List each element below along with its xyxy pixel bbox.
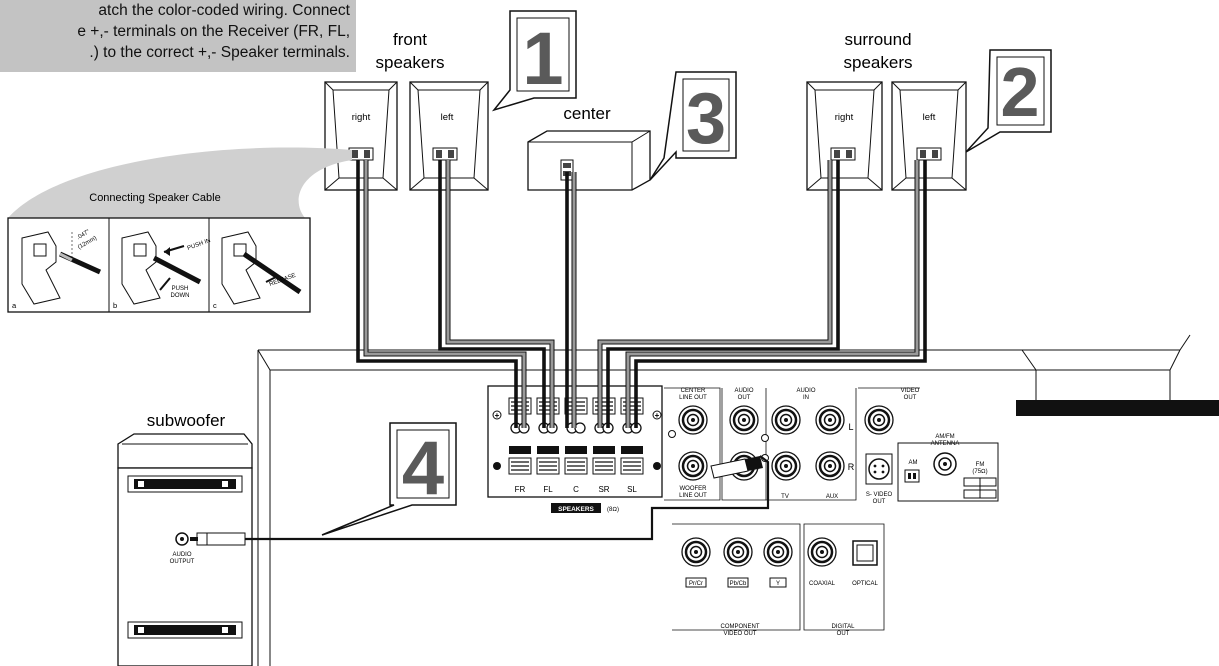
coaxial-jack: [807, 537, 837, 567]
note-line: atch the color-coded wiring. Connect: [98, 2, 350, 19]
subwoofer-cable: [190, 455, 770, 546]
step-4-callout: 4: [321, 422, 457, 536]
component-video-out-label: COMPONENT: [721, 624, 760, 630]
aux-in-jack-l: [815, 405, 845, 435]
surround-right-speaker: right: [806, 81, 883, 191]
aux-label: AUX: [826, 494, 838, 500]
channel-r-label: R: [848, 462, 855, 472]
component-pb-jack: [723, 537, 753, 567]
digital-out-label-2: OUT: [837, 631, 850, 637]
front-right-speaker: right: [324, 81, 398, 191]
coaxial-label: COAXIAL: [809, 581, 836, 587]
audio-out-label-2: OUT: [738, 395, 751, 401]
speakers-label: SPEAKERS: [558, 506, 594, 513]
subwoofer-heading: subwoofer: [147, 411, 226, 430]
speaker-cable-inset: Connecting Speaker Cable .047" (12mm) a …: [7, 147, 352, 313]
step-3-callout: 3: [649, 71, 737, 181]
step-3-number: 3: [686, 79, 726, 159]
tv-in-jack-l: [771, 405, 801, 435]
panel-b-label: b: [113, 301, 117, 310]
step-1-callout: 1: [491, 10, 577, 112]
component-pr-jack: [681, 537, 711, 567]
center-line-out-label-2: LINE OUT: [679, 395, 707, 401]
front-right-label: right: [352, 112, 371, 123]
component-y-jack: [763, 537, 793, 567]
step-4-number: 4: [402, 426, 444, 511]
video-out-label-2: OUT: [904, 395, 917, 401]
woofer-line-out-label: WOOFER: [680, 486, 708, 492]
step-2-number: 2: [1001, 53, 1040, 131]
tv-label: TV: [781, 494, 789, 500]
note-line: e +,- terminals on the Receiver (FR, FL,: [77, 23, 350, 40]
surround-left-label: left: [923, 112, 936, 123]
component-pr-label: Pr/Cr: [689, 581, 703, 587]
am-label: AM: [909, 460, 918, 466]
fm-ohm-label: (75Ω): [972, 469, 987, 475]
plus-sign-left: +: [495, 411, 500, 420]
front-left-label: left: [441, 112, 454, 123]
push-down-label: PUSH: [172, 286, 189, 292]
subwoofer-unit: AUDIO OUTPUT: [117, 433, 253, 666]
surround-right-label: right: [835, 112, 854, 123]
audio-in-label: AUDIO: [796, 388, 815, 394]
component-video-out-label-2: VIDEO OUT: [723, 631, 756, 637]
center-line-out-label: CENTER: [681, 388, 706, 394]
audio-in-label-2: IN: [803, 395, 809, 401]
panel-a-label: a: [12, 301, 17, 310]
digital-out-label: DIGITAL: [832, 624, 856, 630]
aux-in-jack-r: [815, 451, 845, 481]
speaker-terminal-c: [564, 397, 588, 475]
component-y-label: Y: [776, 581, 780, 587]
step-2-callout: 2: [965, 49, 1052, 153]
front-speakers-heading-2: speakers: [376, 53, 445, 72]
step-1-number: 1: [522, 17, 563, 100]
terminal-label-c: C: [573, 485, 579, 494]
surround-speakers-heading-2: speakers: [844, 53, 913, 72]
surround-right-cable: [597, 160, 840, 428]
antenna-label: AM/FM: [935, 434, 954, 440]
center-line-out-jack: [678, 405, 708, 435]
center-speaker: [527, 130, 651, 191]
antenna-label-2: ANTENNA: [931, 441, 960, 447]
front-left-cable: [438, 160, 555, 428]
woofer-line-out-label-2: LINE OUT: [679, 493, 707, 499]
fm-label: FM: [976, 462, 985, 468]
terminal-label-sr: SR: [598, 485, 609, 494]
center-speaker-heading: center: [563, 104, 611, 123]
audio-out-jack-l: [729, 405, 759, 435]
video-out-jack: [864, 405, 894, 435]
audio-output-label-2: OUTPUT: [170, 559, 195, 565]
surround-speakers-heading: surround: [844, 30, 911, 49]
channel-l-label: L: [848, 422, 853, 432]
terminal-label-fr: FR: [515, 485, 526, 494]
surround-left-cable: [625, 160, 927, 428]
audio-output-label: AUDIO: [172, 552, 191, 558]
component-pb-label: Pb/Cb: [730, 581, 747, 587]
svideo-out-label: S- VIDEO: [866, 492, 893, 498]
note-line: .) to the correct +,- Speaker terminals.: [89, 44, 350, 61]
surround-left-speaker: left: [891, 81, 967, 191]
speaker-cables: [356, 160, 927, 428]
instruction-note: atch the color-coded wiring. Connect e +…: [0, 0, 356, 72]
video-out-label: VIDEO: [901, 388, 920, 394]
tv-in-jack-r: [771, 451, 801, 481]
front-speakers-heading: front: [393, 30, 427, 49]
push-down-label-2: DOWN: [171, 293, 190, 299]
audio-out-label: AUDIO: [734, 388, 753, 394]
speakers-ohm: (8Ω): [607, 507, 619, 513]
terminal-label-sl: SL: [627, 485, 637, 494]
svideo-out-label-2: OUT: [873, 499, 886, 505]
center-cable: [565, 172, 577, 428]
plus-sign-right: +: [655, 411, 660, 420]
front-right-cable: [356, 160, 527, 428]
woofer-line-out-jack: [678, 451, 708, 481]
panel-c-label: c: [213, 301, 217, 310]
optical-label: OPTICAL: [852, 581, 878, 587]
inset-title: Connecting Speaker Cable: [89, 192, 220, 204]
terminal-label-fl: FL: [543, 485, 553, 494]
